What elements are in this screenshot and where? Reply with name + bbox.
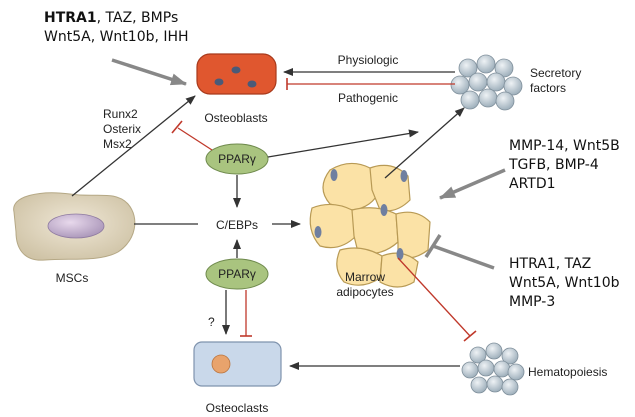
msc-cell-icon	[13, 192, 136, 261]
osteoblasts-label: Osteoblasts	[204, 111, 267, 125]
grey-arrow-to-osteoblasts	[111, 58, 187, 86]
pparg-bottom-node	[205, 258, 269, 290]
right-inhibitor-line1: HTRA1, TAZ	[509, 256, 591, 272]
marrow-adipocytes-cluster-icon	[309, 162, 431, 288]
secretory-factors-cluster-icon	[450, 54, 523, 111]
pparg-bottom-label: PPARγ	[218, 267, 256, 281]
pparg-inhibit-osteoblast-line	[177, 127, 213, 151]
hematopoiesis-label: Hematopoiesis	[528, 365, 607, 379]
adipocyte-to-secretory-arrow	[384, 107, 465, 179]
tf-runx2: Runx2	[103, 107, 138, 121]
tf-osterix: Osterix	[103, 122, 141, 136]
pparg-top-node	[205, 143, 269, 175]
pparg-top-label: PPARγ	[218, 152, 256, 166]
grey-arrow-to-adipocytes	[439, 168, 506, 200]
osteoblast-cell-icon	[196, 53, 277, 95]
adipocyte-inhibit-hematopoiesis-line	[397, 257, 471, 337]
grey-inhibit-bar	[424, 234, 442, 258]
top-left-factors-line2: Wnt5A, Wnt10b, IHH	[44, 29, 189, 45]
right-promoter-line1: MMP-14, Wnt5B	[509, 138, 620, 154]
right-promoter-line3: ARTD1	[509, 176, 556, 192]
msc-to-osteoblast-arrow	[71, 95, 196, 197]
top-left-factors-line1: HTRA1, TAZ, BMPs	[44, 10, 178, 26]
secretory-factors-label-line1: Secretory	[530, 66, 581, 80]
cebp-label: C/EBPs	[216, 218, 258, 232]
secretory-factors-label-line2: factors	[530, 81, 566, 95]
right-promoter-line2: TGFB, BMP-4	[508, 157, 599, 173]
hematopoiesis-cluster-icon	[461, 342, 525, 396]
adipocyte-inhibit-hematopoiesis-bar	[463, 330, 477, 342]
pparg-inhibit-osteoblast-bar	[171, 120, 183, 134]
msc-label: MSCs	[56, 271, 89, 285]
right-inhibitor-line3: MMP-3	[509, 294, 555, 310]
adipocyte-nuclei	[314, 169, 408, 260]
osteoclasts-label: Osteoclasts	[206, 401, 269, 415]
physiologic-label: Physiologic	[338, 53, 399, 67]
pparg-to-right-arrow	[267, 129, 419, 158]
right-inhibitor-line2: Wnt5A, Wnt10b	[509, 275, 620, 291]
tf-msx2: Msx2	[103, 137, 132, 151]
adipocytes-label-line2: adipocytes	[336, 285, 393, 299]
adipocytes-label-line1: Marrow	[345, 270, 385, 284]
question-mark-label: ?	[208, 315, 215, 329]
pathogenic-label: Pathogenic	[338, 91, 398, 105]
osteoclast-cell-icon	[193, 341, 282, 387]
grey-inhibit-line	[432, 244, 495, 270]
